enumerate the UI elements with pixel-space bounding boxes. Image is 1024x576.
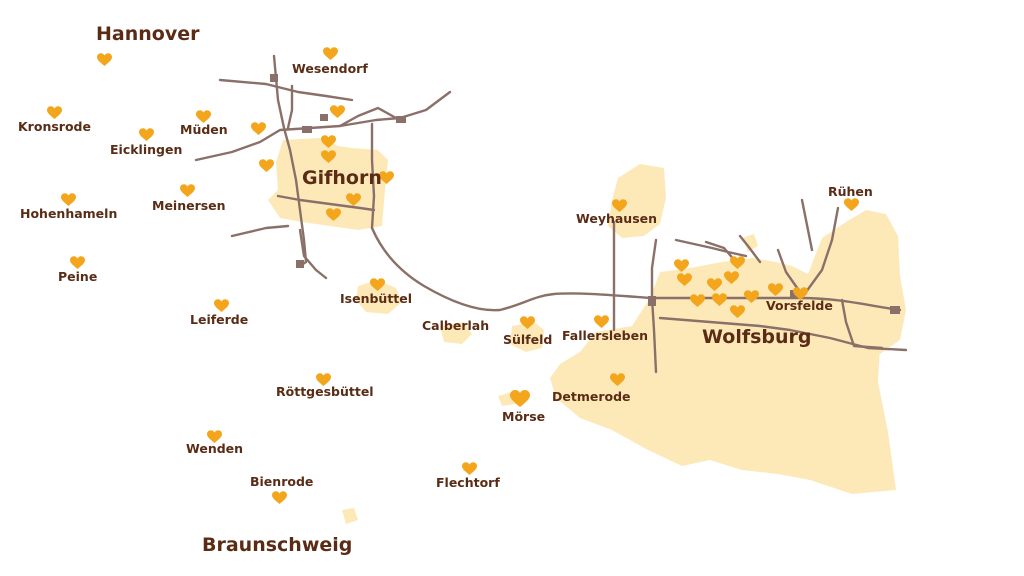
heart-marker-icon[interactable] <box>60 193 76 207</box>
label-braunschweig: Braunschweig <box>202 534 353 556</box>
label-moerse: Mörse <box>502 409 546 424</box>
heart-marker-icon[interactable] <box>320 150 336 164</box>
heart-marker-icon[interactable] <box>329 105 345 119</box>
heart-marker-icon[interactable] <box>96 53 112 67</box>
heart-marker-icon[interactable] <box>792 287 808 301</box>
road-gifhorn-west <box>194 90 452 162</box>
road-east <box>840 298 884 350</box>
heart-marker-icon[interactable] <box>711 293 727 307</box>
road-nw <box>272 54 308 268</box>
area-wolfsburg <box>550 258 896 494</box>
label-flechtorf: Flechtorf <box>436 475 500 490</box>
heart-marker-icon[interactable] <box>69 256 85 270</box>
heart-marker-icon[interactable] <box>510 390 530 408</box>
road-south-gifhorn <box>298 228 328 280</box>
label-isenbuettel: Isenbüttel <box>340 291 413 306</box>
heart-marker-icon[interactable] <box>138 128 154 142</box>
area-weyhausen <box>608 164 666 238</box>
heart-marker-icon[interactable] <box>369 278 385 292</box>
heart-marker-icon[interactable] <box>271 491 287 505</box>
heart-marker-icon[interactable] <box>729 256 745 270</box>
label-meinersen: Meinersen <box>152 198 226 213</box>
heart-marker-icon[interactable] <box>689 294 705 308</box>
label-leiferde: Leiferde <box>190 312 249 327</box>
heart-marker-icon[interactable] <box>743 290 759 304</box>
area-suelfeld <box>510 322 544 352</box>
road-ring <box>276 194 376 212</box>
label-calberlah: Calberlah <box>422 318 490 333</box>
label-bienrode: Bienrode <box>250 474 314 489</box>
label-gifhorn: Gifhorn <box>302 167 382 189</box>
label-vorsfelde: Vorsfelde <box>766 298 833 313</box>
heart-marker-icon[interactable] <box>843 198 859 212</box>
heart-marker-icon[interactable] <box>213 299 229 313</box>
road-ruehen <box>800 198 814 252</box>
road-ruehen-east <box>804 206 840 294</box>
area-isenbuettel <box>356 280 402 314</box>
heart-marker-icon[interactable] <box>461 462 477 476</box>
label-hohenhameln: Hohenhameln <box>20 206 118 221</box>
heart-marker-icon[interactable] <box>179 184 195 198</box>
road-north-wolfsburg <box>738 234 762 264</box>
area-calberlah <box>440 322 472 344</box>
heart-marker-icon[interactable] <box>325 208 341 222</box>
heart-marker-icon[interactable] <box>729 305 745 319</box>
label-hannover: Hannover <box>96 23 200 45</box>
label-weyhausen: Weyhausen <box>576 211 658 226</box>
heart-marker-icon[interactable] <box>519 316 535 330</box>
heart-marker-icon[interactable] <box>723 271 739 285</box>
road-network <box>194 54 908 374</box>
heart-marker-icon[interactable] <box>250 122 266 136</box>
heart-marker-icon[interactable] <box>767 283 783 297</box>
label-peine: Peine <box>58 269 98 284</box>
label-wolfsburg: Wolfsburg <box>702 326 812 348</box>
heart-marker-icon[interactable] <box>706 278 722 292</box>
label-eicklingen: Eicklingen <box>110 142 183 157</box>
heart-marker-icon[interactable] <box>676 273 692 287</box>
label-ruehen: Rühen <box>828 184 873 199</box>
heart-marker-icon[interactable] <box>195 110 211 124</box>
road-bypass <box>370 122 376 230</box>
heart-marker-icon[interactable] <box>593 315 609 329</box>
heart-marker-icon[interactable] <box>378 171 394 185</box>
heart-marker-icon[interactable] <box>206 430 222 444</box>
label-mueden: Müden <box>180 122 228 137</box>
heart-marker-icon[interactable] <box>609 373 625 387</box>
road-east-gifhorn <box>338 106 398 128</box>
urban-areas <box>268 138 906 524</box>
label-roettgesbuettel: Röttgesbüttel <box>276 384 374 399</box>
label-detmerode: Detmerode <box>552 389 631 404</box>
heart-marker-icon[interactable] <box>315 373 331 387</box>
label-suelfeld: Sülfeld <box>503 332 553 347</box>
road-vorsfelde <box>776 248 802 294</box>
label-wesendorf: Wesendorf <box>292 61 368 76</box>
heart-marker-icon[interactable] <box>46 106 62 120</box>
heart-marker-icon[interactable] <box>258 159 274 173</box>
road-gifhorn-north <box>218 78 354 102</box>
area-flechtorf-patch <box>342 508 358 524</box>
heart-marker-icon[interactable] <box>320 135 336 149</box>
heart-marker-icon[interactable] <box>345 193 361 207</box>
label-fallersleben: Fallersleben <box>562 328 648 343</box>
heart-marker-icon[interactable] <box>673 259 689 273</box>
area-north-wolfsburg <box>742 234 758 252</box>
label-wenden: Wenden <box>186 441 244 456</box>
road-sw <box>230 224 290 238</box>
road-wolfsburg-grid-a <box>674 238 748 258</box>
heart-marker-icon[interactable] <box>322 47 338 61</box>
label-kronsrode: Kronsrode <box>18 119 91 134</box>
heart-marker-icon[interactable] <box>611 199 627 213</box>
road-wesendorf <box>286 84 294 130</box>
